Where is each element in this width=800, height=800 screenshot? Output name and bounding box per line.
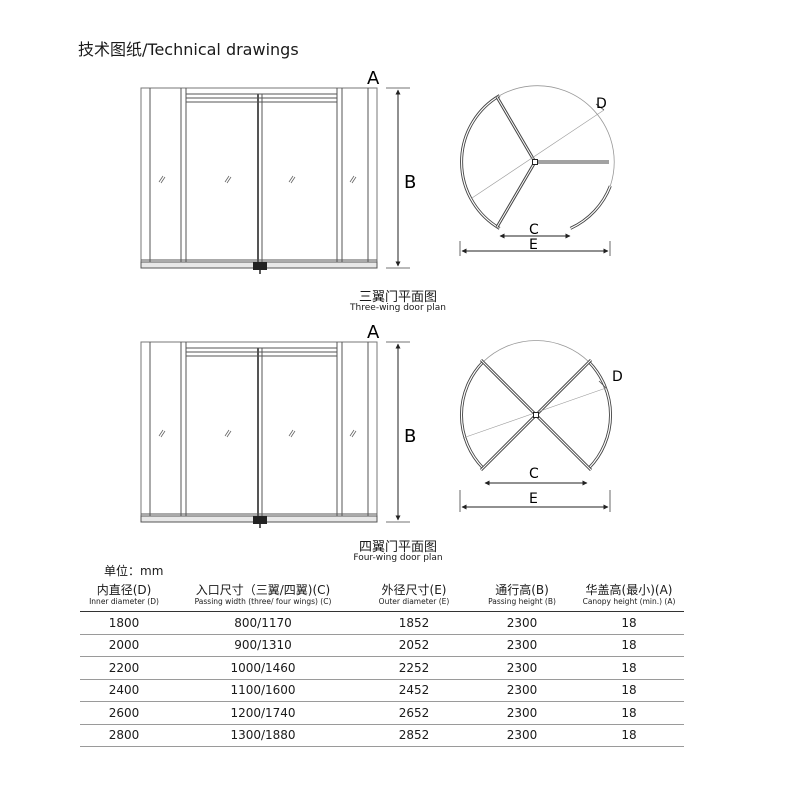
table-cell: 2300 (506, 728, 538, 743)
table-cell: 18 (621, 728, 637, 743)
table-cell: 2300 (506, 638, 538, 653)
table-header-cell: 内直径(D)Inner diameter (D) (89, 583, 159, 606)
table-cell: 2800 (108, 728, 140, 743)
table-cell: 2300 (506, 660, 538, 675)
glass-reflection-icon (158, 429, 357, 438)
table-row: 2200 1000/1460 2252 2300 18 (80, 657, 684, 679)
dimension-c-label: C (529, 222, 539, 238)
dimension-e-label: E (529, 491, 538, 507)
table-cell: 2000 (108, 638, 140, 653)
table-header-row: 内直径(D)Inner diameter (D) 入口尺寸（三翼/四翼)(C)P… (80, 580, 684, 612)
table-cell: 18 (621, 660, 637, 675)
dimension-d-label: D (612, 369, 623, 385)
table-cell: 18 (621, 638, 637, 653)
four-wing-plan (460, 340, 612, 472)
table-cell: 2200 (108, 660, 140, 675)
dimension-c-label: C (529, 466, 539, 482)
dimension-a-label: A (367, 68, 380, 89)
drawings-canvas: A B D C E (140, 68, 623, 528)
glass-reflection-icon (158, 175, 357, 184)
table-cell: 18 (621, 705, 637, 720)
table-cell: 1100/1600 (230, 683, 296, 698)
table-cell: 2252 (398, 660, 430, 675)
dimension-a-label: A (367, 322, 380, 343)
table-cell: 1800 (108, 615, 140, 630)
table-cell: 2052 (398, 638, 430, 653)
table-cell: 2300 (506, 683, 538, 698)
table-row: 2400 1100/1600 2452 2300 18 (80, 679, 684, 702)
table-cell: 1300/1880 (230, 728, 296, 743)
four-wing-caption-cn: 四翼门平面图 (358, 540, 437, 555)
table-cell: 2652 (398, 705, 430, 720)
table-cell: 900/1310 (234, 638, 292, 653)
table-cell: 1852 (398, 615, 430, 630)
table-cell: 18 (621, 683, 637, 698)
dimension-b-label: B (404, 426, 416, 447)
pivot-hub-icon (253, 262, 267, 270)
table-header-cell: 入口尺寸（三翼/四翼)(C)Passing width (three/ four… (194, 583, 332, 606)
dimension-b-label: B (404, 172, 416, 193)
table-cell: 2300 (506, 615, 538, 630)
three-wing-plan (460, 85, 615, 230)
spec-table: 内直径(D)Inner diameter (D) 入口尺寸（三翼/四翼)(C)P… (80, 580, 684, 747)
page-title: 技术图纸/Technical drawings (78, 40, 299, 59)
pivot-hub-icon (253, 516, 267, 524)
three-wing-caption-en: Three-wing door plan (350, 303, 446, 313)
table-cell: 2400 (108, 683, 140, 698)
table-cell: 18 (621, 615, 637, 630)
table-header-cell: 通行高(B)Passing height (B) (488, 583, 556, 606)
table-row: 2000 900/1310 2052 2300 18 (80, 634, 684, 657)
dimension-d-label: D (596, 96, 607, 112)
table-cell: 2600 (108, 705, 140, 720)
four-wing-caption-en: Four-wing door plan (353, 553, 443, 563)
table-cell: 2452 (398, 683, 430, 698)
four-wing-elevation (140, 341, 378, 523)
unit-label: 单位：mm (104, 564, 164, 578)
dimension-e-label: E (529, 237, 538, 253)
table-row: 2600 1200/1740 2652 2300 18 (80, 702, 684, 724)
table-cell: 2852 (398, 728, 430, 743)
table-cell: 1000/1460 (230, 660, 296, 675)
table-row: 2800 1300/1880 2852 2300 18 (80, 724, 684, 747)
table-cell: 2300 (506, 705, 538, 720)
table-header-cell: 外径尺寸(E)Outer diameter (E) (378, 583, 450, 606)
three-wing-caption-cn: 三翼门平面图 (358, 290, 437, 305)
table-cell: 1200/1740 (230, 705, 296, 720)
table-header-cell: 华盖高(最小)(A)Canopy height (min.) (A) (582, 583, 676, 606)
table-cell: 800/1170 (234, 615, 292, 630)
table-row: 1800 800/1170 1852 2300 18 (80, 612, 684, 634)
three-wing-elevation (140, 87, 378, 269)
